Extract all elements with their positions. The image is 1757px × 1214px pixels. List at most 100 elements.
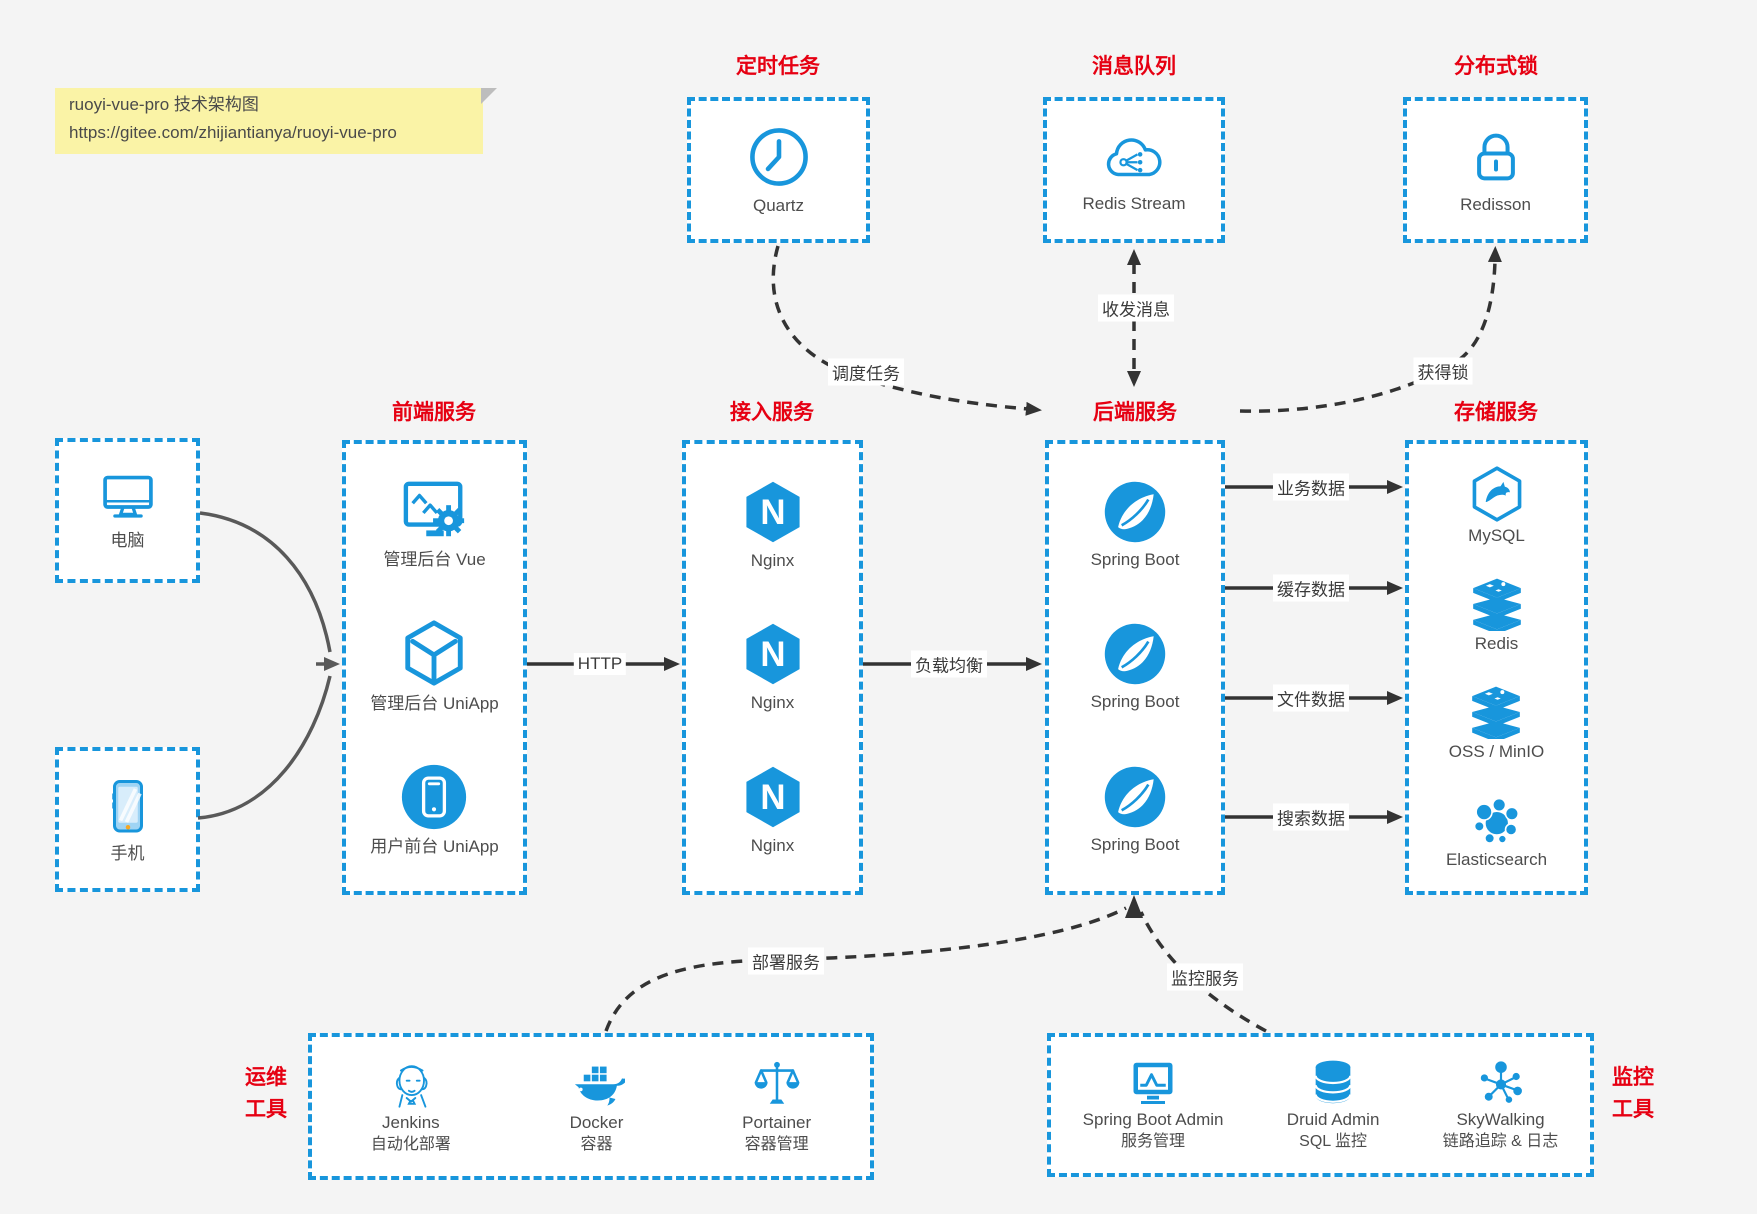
phone-item: 手机 (101, 776, 155, 864)
admin-vue-item: 管理后台 Vue (383, 478, 486, 570)
quartz-item: Quartz (746, 124, 812, 216)
note-url: https://gitee.com/zhijiantianya/ruoyi-vu… (69, 123, 397, 142)
user-uniapp-item: 用户前台 UniApp (370, 763, 499, 857)
redisson-item: Redisson (1460, 125, 1531, 215)
gateway-services-box: N Nginx N Nginx N Nginx (682, 440, 863, 895)
service-label: Nginx (750, 835, 795, 855)
group-title-distributed-lock: 分布式锁 (1454, 55, 1538, 78)
tool-desc: 自动化部署 (370, 1135, 451, 1153)
nginx-item: N Nginx (740, 479, 806, 571)
service-label: Quartz (752, 196, 805, 215)
group-title-message-queue: 消息队列 (1092, 55, 1176, 78)
title-note: ruoyi-vue-pro 技术架构图 https://gitee.com/zh… (55, 88, 497, 154)
service-label: Redis Stream (1082, 194, 1186, 213)
edge-label-cache-data: 缓存数据 (1273, 574, 1349, 602)
nginx-item: N Nginx (740, 764, 806, 856)
tool-name: Spring Boot Admin (1082, 1110, 1224, 1129)
spring-leaf-icon (1104, 624, 1166, 685)
storage-services-box: MySQL Redis (1405, 440, 1588, 895)
elasticsearch-item: Elasticsearch (1446, 793, 1547, 870)
nginx-item: N Nginx (740, 621, 806, 713)
cloud-stream-icon (1106, 138, 1162, 177)
group-title-gateway: 接入服务 (730, 401, 814, 424)
spring-boot-item: Spring Boot (1090, 622, 1180, 712)
service-label: 管理后台 UniApp (370, 694, 499, 714)
admin-uniapp-item: 管理后台 UniApp (370, 618, 499, 714)
phone-icon (111, 779, 143, 832)
tool-name: Portainer (742, 1112, 812, 1132)
tool-name: Docker (569, 1112, 624, 1132)
spring-boot-admin-item: Spring Boot Admin 服务管理 (1082, 1058, 1224, 1152)
nginx-hexagon-icon: N (745, 624, 800, 685)
database-cylinder-icon (1314, 1060, 1352, 1104)
computer-icon (102, 475, 153, 518)
edge-label-file-data: 文件数据 (1273, 684, 1349, 712)
service-label: 用户前台 UniApp (370, 836, 499, 856)
nginx-hexagon-icon: N (745, 766, 800, 828)
druid-admin-item: Druid Admin SQL 监控 (1286, 1058, 1380, 1152)
tool-desc: 服务管理 (1121, 1133, 1186, 1150)
edge-backend-up-arrowhead (1125, 895, 1143, 918)
service-label: OSS / MinIO (1448, 741, 1545, 761)
spring-boot-item: Spring Boot (1091, 765, 1179, 855)
service-label: Nginx (750, 551, 795, 571)
lock-icon (1476, 133, 1515, 181)
docker-item: Docker 容器 (569, 1059, 625, 1155)
service-label: Redisson (1460, 195, 1531, 214)
monitor-pulse-icon (1133, 1062, 1173, 1104)
topology-icon (1480, 1061, 1522, 1103)
service-label: Spring Boot (1090, 550, 1180, 570)
group-title-backend: 后端服务 (1093, 401, 1177, 424)
edge-label-search-data: 搜索数据 (1273, 803, 1349, 831)
service-label: Spring Boot (1090, 692, 1180, 712)
service-label: Elasticsearch (1445, 849, 1548, 869)
svg-text:N: N (760, 778, 785, 817)
frontend-services-box: 管理后台 Vue 管理后台 UniApp 用户前台 UniApp (342, 440, 527, 895)
portainer-item: Portainer 容器管理 (742, 1059, 811, 1155)
edge-label-send-receive-message: 收发消息 (1098, 294, 1174, 322)
edge-label-monitor-service: 监控服务 (1167, 963, 1243, 991)
oss-stack-icon (1472, 686, 1521, 739)
message-queue-box: Redis Stream (1043, 97, 1225, 243)
client-label: 手机 (110, 843, 145, 863)
spring-leaf-icon (1104, 766, 1166, 828)
service-label: MySQL (1468, 526, 1525, 546)
client-label: 电脑 (110, 530, 145, 550)
service-label: 管理后台 Vue (383, 550, 486, 570)
edge-acquire-lock (1239, 246, 1502, 413)
monitoring-tools-box: Spring Boot Admin 服务管理 Druid Admin SQL 监… (1047, 1033, 1594, 1177)
edge-label-schedule-task: 调度任务 (828, 358, 904, 386)
svg-text:N: N (760, 635, 785, 674)
group-title-scheduled-task: 定时任务 (736, 55, 820, 78)
edge-label-business-data: 业务数据 (1273, 473, 1349, 501)
clock-icon (749, 128, 808, 186)
nginx-hexagon-icon: N (745, 481, 800, 543)
admin-vue-monitor-gear-icon (403, 481, 464, 537)
edge-deploy-service (604, 906, 1127, 1032)
tool-desc: 容器管理 (744, 1135, 809, 1153)
docker-whale-icon (574, 1066, 625, 1106)
tool-desc: 容器 (580, 1135, 613, 1153)
edge-label-acquire-lock: 获得锁 (1413, 357, 1473, 385)
note-title: ruoyi-vue-pro 技术架构图 (69, 95, 259, 114)
tool-name: Druid Admin (1286, 1110, 1380, 1129)
edge-computer-to-frontend (199, 511, 332, 653)
client-phone-box: 手机 (55, 747, 200, 892)
spring-leaf-icon (1104, 481, 1166, 543)
computer-item: 电脑 (98, 471, 158, 551)
tool-name: Jenkins (382, 1112, 440, 1132)
group-title-frontend: 前端服务 (392, 401, 476, 424)
tool-desc: SQL 监控 (1299, 1133, 1368, 1150)
tool-name: SkyWalking (1456, 1110, 1545, 1129)
jenkins-butler-icon (395, 1064, 428, 1108)
edge-label-deploy-service: 部署服务 (748, 947, 824, 975)
uniapp-cube-icon (405, 620, 464, 687)
edge-phone-to-frontend (197, 675, 332, 820)
redis-stack-icon (1472, 578, 1521, 632)
note-fold-corner (481, 88, 497, 104)
edge-label-load-balance: 负载均衡 (911, 650, 987, 678)
oss-minio-item: OSS / MinIO (1449, 685, 1544, 762)
redis-stream-item: Redis Stream (1082, 126, 1186, 214)
service-label: Nginx (750, 693, 795, 713)
